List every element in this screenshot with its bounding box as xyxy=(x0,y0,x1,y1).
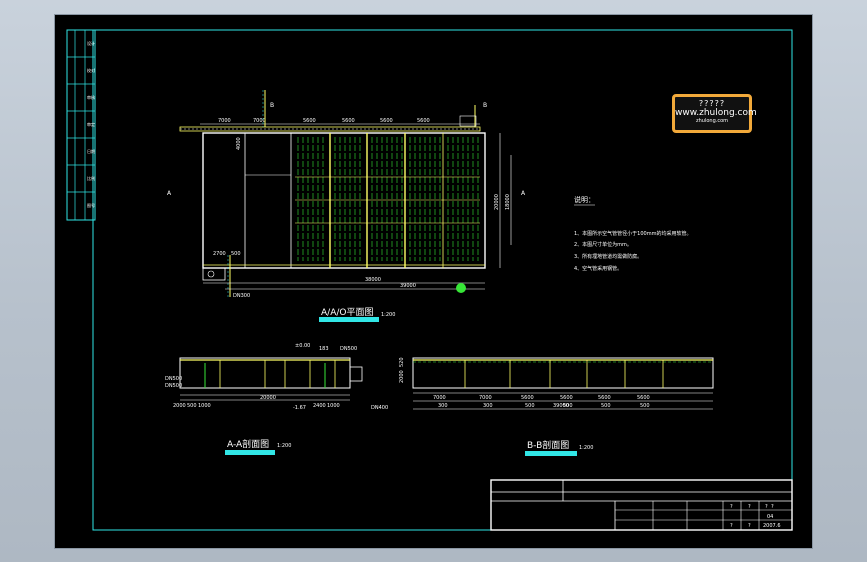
section-mark-b-top: B xyxy=(270,102,274,109)
bb-dim-bot-2: 300 xyxy=(483,403,493,409)
aa-label-3: DN500 xyxy=(340,346,357,352)
notes-item-4: 4、空气管采用钢管。 xyxy=(574,265,622,272)
notes-item-3: 3、所有埋地管道均需做防腐。 xyxy=(574,253,642,260)
bb-dim-bot-3: 500 xyxy=(525,403,535,409)
aa-dim-4: 20000 xyxy=(260,395,276,401)
bb-dim-bot-4: 500 xyxy=(563,403,573,409)
notes-block: 说明： 1、本图所示空气管管径小于100mm的均采用软管。 2、本图尺寸单位为m… xyxy=(574,195,691,272)
aa-scale: 1:200 xyxy=(277,443,291,449)
plan-dim-5: 5600 xyxy=(380,118,393,124)
bb-dim-top-2: 7000 xyxy=(479,395,492,401)
plan-view: 7000 7000 5600 5600 5600 5600 xyxy=(167,90,526,322)
tb-sheet-no: 04 xyxy=(767,514,773,520)
title-block: ? ? ? ? ? ? 04 2007.6 xyxy=(490,479,793,531)
bb-scale: 1:200 xyxy=(579,445,593,451)
strip-label-3: 审核 xyxy=(87,94,95,100)
plan-pipe-label: DN300 xyxy=(233,293,250,299)
plan-dim-2: 7000 xyxy=(253,118,266,124)
plan-width-inner: 18000 xyxy=(505,194,511,210)
binding-strip xyxy=(66,29,96,221)
bb-dim-top-4: 5600 xyxy=(560,395,573,401)
aa-title: A-A剖面图 xyxy=(227,438,269,450)
plan-dim-1: 7000 xyxy=(218,118,231,124)
tb-cell-4: ? xyxy=(771,504,774,510)
plan-small-dim-3: 2700 xyxy=(213,251,226,257)
watermark-line-3: zhulong.com xyxy=(695,118,729,124)
aa-elev-bottom: -1.67 xyxy=(293,405,306,411)
bb-height-2: 520 xyxy=(399,357,405,367)
plan-dim-6: 5600 xyxy=(417,118,430,124)
aa-label-1: DN500 xyxy=(165,376,182,382)
strip-label-1: 设计 xyxy=(87,40,95,46)
watermark-line-2: www.zhulong.com xyxy=(675,108,757,118)
bb-overall: 39000 xyxy=(553,403,569,409)
bb-dim-bot-6: 500 xyxy=(640,403,650,409)
aa-dim-3: 1000 xyxy=(198,403,211,409)
strip-label-7: 图号 xyxy=(87,202,95,208)
notes-heading: 说明： xyxy=(574,195,595,204)
tb-year: 2007.6 xyxy=(763,523,781,529)
bb-title: B-B剖面图 xyxy=(527,439,569,451)
aa-dim-6: 1000 xyxy=(327,403,340,409)
aa-dim-1: 2000 xyxy=(173,403,186,409)
plan-dim-3: 5600 xyxy=(303,118,316,124)
bb-dim-bot-5: 500 xyxy=(601,403,611,409)
plan-small-dim-2: 500 xyxy=(231,251,241,257)
bb-dim-top-1: 7000 xyxy=(433,395,446,401)
notes-item-1: 1、本图所示空气管管径小于100mm的均采用软管。 xyxy=(574,230,691,237)
tb-cell-3: ? xyxy=(765,504,768,510)
plan-width-total: 20000 xyxy=(494,194,500,210)
drawing-sheet: 设计 校对 审核 审定 日期 比例 图号 7000 7000 5600 5600… xyxy=(55,15,812,548)
plan-scale: 1:200 xyxy=(381,312,395,318)
tb-cell-6: ? xyxy=(748,523,751,529)
section-bb: 7000 7000 5600 5600 5600 5600 300 300 50… xyxy=(399,357,714,456)
watermark-logo: ????? www.zhulong.com zhulong.com xyxy=(672,94,757,133)
bb-dim-top-3: 5600 xyxy=(521,395,534,401)
strip-label-4: 审定 xyxy=(87,121,95,127)
bb-dim-top-6: 5600 xyxy=(637,395,650,401)
tb-cell-2: ? xyxy=(748,504,751,510)
plan-inner-length: 38000 xyxy=(365,277,381,283)
aa-dim-5: 2400 xyxy=(313,403,326,409)
tb-cell-5: ? xyxy=(730,523,733,529)
bb-height-1: 2000 xyxy=(399,370,405,383)
bb-dim-top-5: 5600 xyxy=(598,395,611,401)
north-arrow-icon xyxy=(456,283,466,293)
notes-item-2: 2、本图尺寸单位为mm。 xyxy=(574,241,632,248)
strip-label-5: 日期 xyxy=(87,148,95,154)
section-mark-a-right: A xyxy=(521,190,526,197)
section-mark-a-left: A xyxy=(167,190,172,197)
bb-dim-bot-1: 300 xyxy=(438,403,448,409)
cad-drawing: 设计 校对 审核 审定 日期 比例 图号 7000 7000 5600 5600… xyxy=(66,29,793,531)
inner-border xyxy=(92,29,793,531)
plan-overall-length: 39000 xyxy=(400,283,416,289)
strip-label-2: 校对 xyxy=(87,67,95,73)
section-mark-b-top2: B xyxy=(483,102,487,109)
aa-elev-top: ±0.00 xyxy=(295,343,310,349)
plan-title: A/A/O平面图 xyxy=(321,307,373,318)
tb-cell-1: ? xyxy=(730,504,733,510)
section-aa: 2000 500 1000 20000 2400 1000 ±0.00 -1.6… xyxy=(165,343,388,455)
aa-label-5: 183 xyxy=(319,346,329,352)
plan-dim-4: 5600 xyxy=(342,118,355,124)
aa-label-2: DN500 xyxy=(165,383,182,389)
aa-dim-2: 500 xyxy=(187,403,197,409)
aa-label-4: DN400 xyxy=(371,405,388,411)
strip-label-6: 比例 xyxy=(87,175,95,181)
aeration-grids xyxy=(297,137,479,261)
watermark-line-1: ????? xyxy=(698,99,726,108)
plan-small-dim-1: 4000 xyxy=(236,137,242,150)
